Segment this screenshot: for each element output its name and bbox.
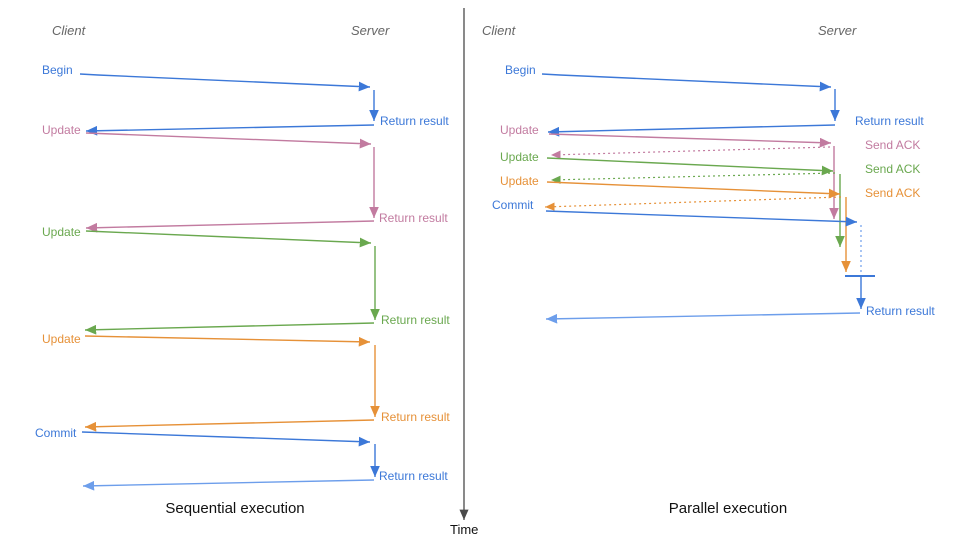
seq-update3-return-arrow xyxy=(84,419,375,432)
par-begin-return-arrow xyxy=(547,124,836,137)
par-update3-ack-arrow xyxy=(544,196,842,211)
par-commit-return-arrow xyxy=(545,312,861,324)
par-update3-request-arrow xyxy=(546,181,841,199)
seq-update1-return-label: Return result xyxy=(379,211,448,225)
seq-update3-return-label: Return result xyxy=(381,410,450,424)
par-update2-ack-arrow xyxy=(550,172,836,184)
par-server-header: Server xyxy=(818,23,857,38)
seq-update3-request-arrow xyxy=(84,335,371,347)
seq-commit-label: Commit xyxy=(35,426,77,440)
seq-update2-return-arrow xyxy=(84,322,375,335)
seq-server-header: Server xyxy=(351,23,390,38)
seq-commit-return-arrow xyxy=(82,479,375,491)
seq-update2-return-label: Return result xyxy=(381,313,450,327)
par-update1-ack-arrow xyxy=(550,146,831,159)
seq-commit-request-arrow xyxy=(81,431,371,447)
par-update2-request-arrow xyxy=(546,157,834,176)
par-panel-title: Parallel execution xyxy=(668,500,788,517)
par-update2-label: Update xyxy=(500,150,539,164)
seq-commit-return-label: Return result xyxy=(379,469,448,483)
seq-begin-label: Begin xyxy=(42,63,73,77)
par-update1-request-arrow xyxy=(548,133,832,148)
seq-update2-label: Update xyxy=(42,225,81,239)
par-update1-label: Update xyxy=(500,123,539,137)
par-update2-ack-label: Send ACK xyxy=(865,162,921,176)
par-commit-request-arrow xyxy=(545,210,858,227)
par-update1-ack-label: Send ACK xyxy=(865,138,921,152)
par-begin-label: Begin xyxy=(505,63,536,77)
seq-begin-return-arrow xyxy=(85,124,375,136)
seq-update3-label: Update xyxy=(42,332,81,346)
par-client-header: Client xyxy=(482,23,516,38)
seq-begin-request-arrow xyxy=(79,73,371,92)
par-commit-return-label: Return result xyxy=(866,304,935,318)
seq-update1-label: Update xyxy=(42,123,81,137)
par-begin-return-label: Return result xyxy=(855,114,924,128)
seq-client-header: Client xyxy=(52,23,86,38)
par-commit-label: Commit xyxy=(492,198,534,212)
seq-update1-request-arrow xyxy=(85,132,372,149)
seq-update2-request-arrow xyxy=(85,230,372,248)
seq-panel-title: Sequential execution xyxy=(165,500,305,517)
time-axis-label: Time xyxy=(450,522,479,537)
seq-begin-return-label: Return result xyxy=(380,114,449,128)
par-update3-ack-label: Send ACK xyxy=(865,186,921,200)
par-begin-request-arrow xyxy=(541,73,832,92)
par-update3-label: Update xyxy=(500,174,539,188)
seq-update1-return-arrow xyxy=(85,220,375,233)
